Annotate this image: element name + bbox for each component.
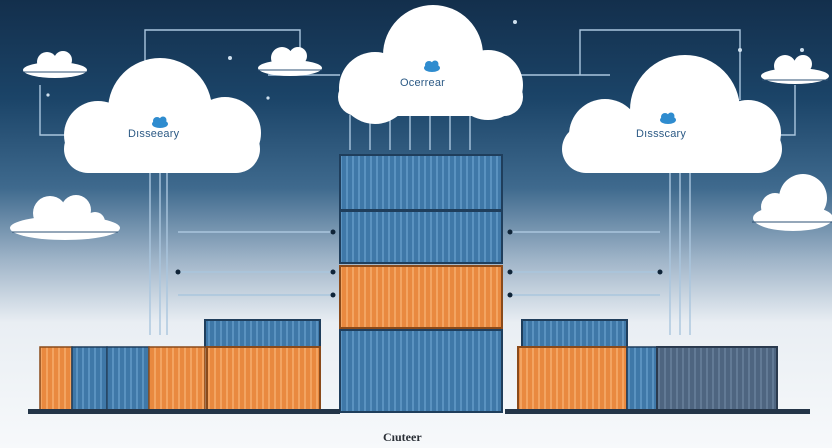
cloud-left: [64, 58, 261, 173]
small-cloud: [753, 174, 832, 231]
small-cloud: [10, 195, 120, 240]
diagram-caption: Cıuteer: [383, 430, 422, 444]
cloud-icon: [152, 116, 168, 128]
container-group-left: [28, 319, 340, 414]
container-stack-center: [339, 154, 503, 413]
connector-dots: [46, 20, 804, 298]
cloud-right: [562, 55, 782, 173]
container-group-right: [505, 319, 810, 414]
cloud-left-label: Dısseeary: [128, 128, 180, 140]
cloud-right-label: Dıssscary: [636, 128, 687, 140]
cloud-center-label: Ocerrear: [400, 77, 445, 89]
small-cloud: [23, 51, 87, 78]
cloud-center: [338, 5, 523, 124]
cloud-icon: [424, 60, 440, 72]
small-cloud: [258, 47, 322, 76]
cloud-icon: [660, 112, 676, 124]
connector-lines: [39, 29, 796, 335]
